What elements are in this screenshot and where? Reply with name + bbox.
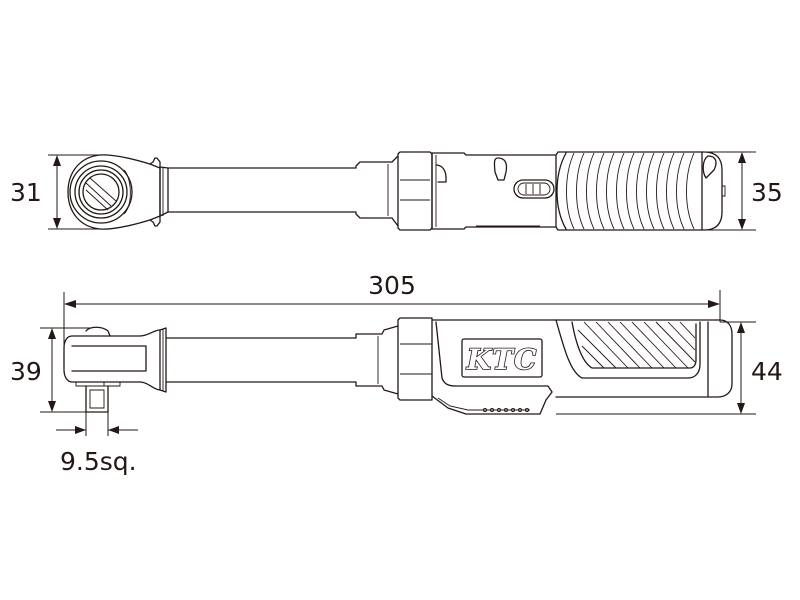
dim-label-drive-size: 9.5sq. xyxy=(60,447,137,476)
dim-label-overall-305: 305 xyxy=(368,271,416,300)
top-view-dimensions xyxy=(48,151,756,231)
ktc-logo: KTC xyxy=(466,343,537,376)
top-view-wrench xyxy=(67,151,726,231)
dim-label-side-head-39: 39 xyxy=(10,357,42,386)
side-view-wrench: KTC xyxy=(63,317,733,415)
dim-label-side-grip-44: 44 xyxy=(751,357,783,386)
dim-label-top-head-31: 31 xyxy=(10,178,42,207)
dim-label-top-grip-35: 35 xyxy=(751,178,783,207)
side-view-dimensions xyxy=(40,290,756,436)
